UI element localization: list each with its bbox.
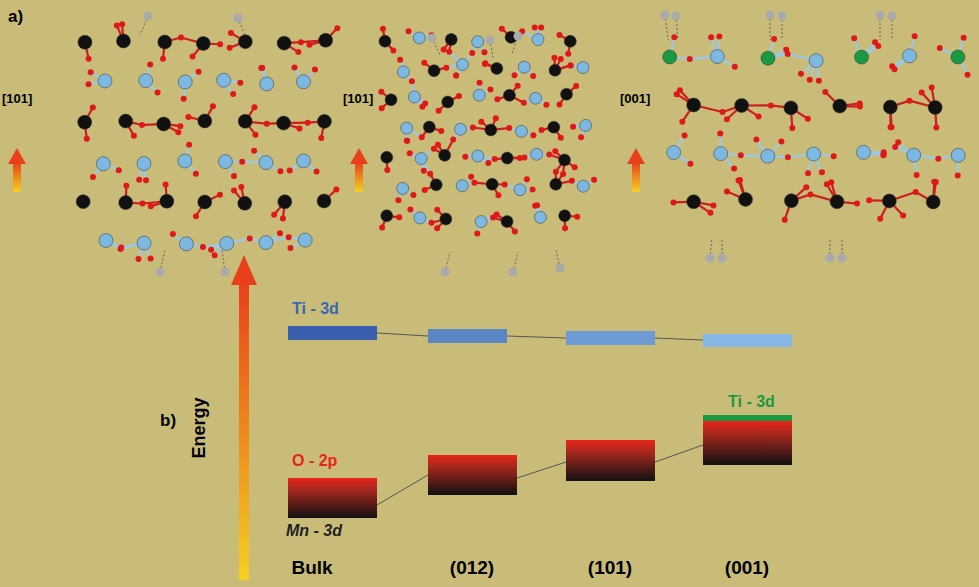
ti-3d-levels: [288, 326, 792, 347]
direction-label: [101]: [2, 92, 32, 106]
surface-label: (101): [588, 558, 632, 579]
crystal-slab: [76, 12, 340, 277]
valence-bands: [288, 415, 792, 518]
axis-label: Energy: [190, 397, 210, 458]
level-label: Ti - 3d: [292, 300, 339, 318]
level-label: Ti - 3d: [728, 393, 775, 411]
crystal-slab: [378, 24, 597, 276]
level-label: O - 2p: [292, 452, 337, 470]
panel-label: a): [8, 8, 23, 27]
crystal-structures: [76, 11, 970, 277]
direction-label: [101]: [343, 92, 373, 106]
surface-label: (001): [725, 558, 769, 579]
surface-label: (012): [450, 558, 494, 579]
energy-arrow: [231, 255, 257, 580]
panel-label: b): [160, 412, 176, 431]
crystal-slab: [661, 11, 971, 263]
direction-arrows: [8, 148, 645, 192]
direction-label: [001]: [620, 92, 650, 106]
level-label: Mn - 3d: [286, 522, 342, 540]
surface-label: Bulk: [291, 558, 332, 579]
